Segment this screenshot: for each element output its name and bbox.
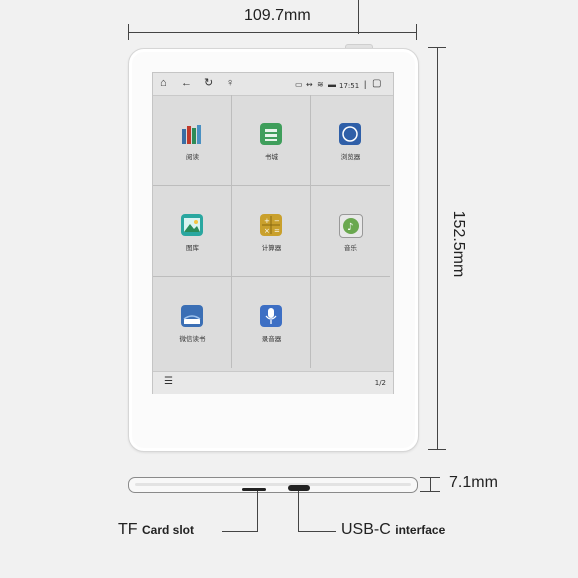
menu-icon[interactable]: ☰ <box>164 376 173 387</box>
app-tile-music[interactable]: ♪ 音乐 <box>311 186 390 277</box>
battery-icon: ▬ <box>328 80 336 89</box>
app-label: 阅读 <box>186 153 199 161</box>
usb-callout-horizontal <box>298 531 336 532</box>
app-tile-empty <box>311 277 390 368</box>
device-side-profile <box>128 477 418 493</box>
svg-text:=: = <box>274 227 280 235</box>
height-dim-line <box>437 47 438 450</box>
svg-text:♪: ♪ <box>347 222 353 233</box>
usb-c-label: USB-C interface <box>341 521 445 539</box>
app-grid: 阅读 书城 浏览器 <box>153 95 393 371</box>
app-tile-recorder[interactable]: 录音器 <box>232 277 311 368</box>
gallery-icon <box>181 214 203 236</box>
width-dim-line <box>128 32 417 33</box>
side-inner-edge <box>135 483 411 486</box>
bulb-icon[interactable]: ♀ <box>226 77 235 89</box>
wechat-read-icon <box>181 305 203 327</box>
thickness-dimension-label: 7.1mm <box>449 474 498 491</box>
app-label: 书城 <box>265 153 278 161</box>
app-tile-calculator[interactable]: + − × = 计算器 <box>232 186 311 277</box>
top-pointer-line <box>358 0 359 34</box>
refresh-icon[interactable]: ↻ <box>204 77 214 89</box>
width-dimension-label: 109.7mm <box>244 7 311 24</box>
recorder-icon <box>260 305 282 327</box>
bookstore-icon <box>260 123 282 145</box>
divider: | <box>364 79 367 89</box>
browser-icon <box>339 123 361 145</box>
recent-apps-icon[interactable]: ▢ <box>372 78 382 89</box>
sd-icon: ▭ <box>295 80 303 89</box>
tf-prefix: TF <box>118 521 138 538</box>
tf-callout-horizontal <box>222 531 258 532</box>
bottom-bar: ☰ 1/2 <box>153 371 393 394</box>
app-tile-gallery[interactable]: 图库 <box>153 186 232 277</box>
svg-text:+: + <box>264 217 270 225</box>
calculator-icon: + − × = <box>260 214 282 236</box>
device-screen: ⌂ ← ↻ ♀ ▭ ↭ ≋ ▬ 17:51 | ▢ 阅读 <box>152 72 394 394</box>
sync-icon: ↭ <box>306 80 313 89</box>
tf-card-slot <box>242 488 266 491</box>
tf-suffix: Card slot <box>142 523 195 537</box>
svg-text:×: × <box>264 227 270 235</box>
app-tile-wechat-read[interactable]: 微信读书 <box>153 277 232 368</box>
usb-suffix: interface <box>395 523 446 537</box>
usb-c-port <box>288 485 310 491</box>
books-icon <box>181 123 203 145</box>
height-dimension-label: 152.5mm <box>450 210 467 278</box>
status-bar: ⌂ ← ↻ ♀ ▭ ↭ ≋ ▬ 17:51 | ▢ <box>153 73 393 96</box>
status-time: 17:51 <box>339 82 360 90</box>
usb-callout-vertical <box>298 491 299 531</box>
app-label: 微信读书 <box>179 335 206 343</box>
svg-text:−: − <box>274 217 280 225</box>
app-label: 计算器 <box>261 244 282 252</box>
page-indicator: 1/2 <box>374 379 386 387</box>
app-tile-bookstore[interactable]: 书城 <box>232 95 311 186</box>
power-button <box>345 44 373 50</box>
app-tile-reading[interactable]: 阅读 <box>153 95 232 186</box>
tf-callout-vertical <box>257 491 258 531</box>
tf-card-slot-label: TF Card slot <box>118 521 194 539</box>
wifi-icon: ≋ <box>317 80 324 89</box>
app-tile-browser[interactable]: 浏览器 <box>311 95 390 186</box>
app-label: 音乐 <box>344 244 357 252</box>
app-label: 录音器 <box>261 335 282 343</box>
usb-prefix: USB-C <box>341 521 391 538</box>
music-icon: ♪ <box>339 214 363 238</box>
app-label: 图库 <box>186 244 199 252</box>
app-label: 浏览器 <box>340 153 361 161</box>
back-icon[interactable]: ← <box>181 77 192 89</box>
thickness-dim-line <box>430 477 431 492</box>
home-icon[interactable]: ⌂ <box>160 77 167 89</box>
